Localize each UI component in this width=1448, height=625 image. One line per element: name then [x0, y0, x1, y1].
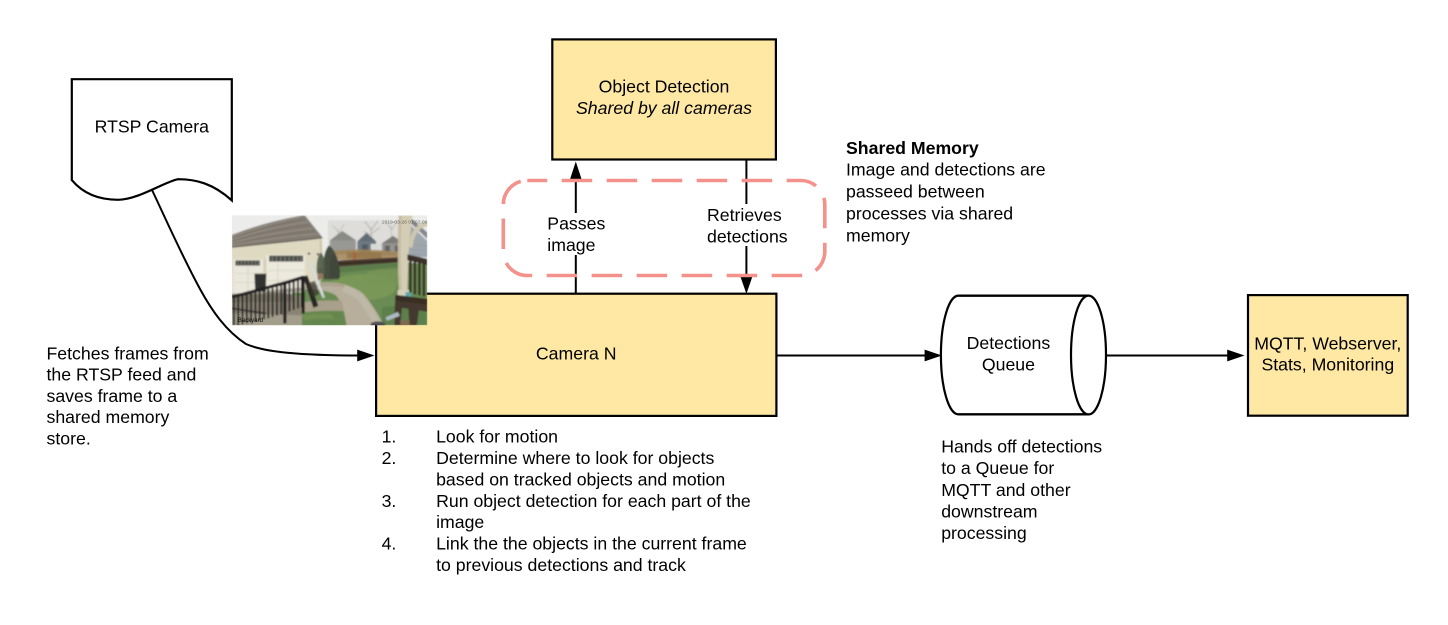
svg-text:detections: detections — [707, 227, 788, 247]
svg-text:MQTT and other: MQTT and other — [941, 480, 1071, 500]
svg-text:Hands off detections: Hands off detections — [941, 437, 1102, 457]
svg-text:2019-03-26 07:53:06: 2019-03-26 07:53:06 — [382, 219, 428, 225]
svg-text:3.: 3. — [382, 491, 397, 511]
svg-text:Passes: Passes — [547, 214, 605, 234]
svg-text:RTSP Camera: RTSP Camera — [95, 117, 210, 137]
svg-text:Image and detections are: Image and detections are — [846, 160, 1046, 180]
svg-text:processes via shared: processes via shared — [846, 204, 1013, 224]
svg-text:shared memory: shared memory — [47, 407, 170, 427]
svg-text:1.: 1. — [382, 427, 397, 447]
svg-text:passeed between: passeed between — [846, 182, 985, 202]
svg-text:to a Queue for: to a Queue for — [941, 458, 1054, 478]
svg-text:4.: 4. — [382, 534, 397, 554]
svg-text:processing: processing — [941, 523, 1027, 543]
svg-text:memory: memory — [846, 225, 910, 245]
svg-text:Detections: Detections — [967, 333, 1051, 353]
svg-text:saves frame to a: saves frame to a — [47, 386, 178, 406]
svg-text:the RTSP feed and: the RTSP feed and — [47, 365, 197, 385]
svg-text:to previous detections and tra: to previous detections and track — [436, 555, 686, 575]
svg-text:based on tracked objects and m: based on tracked objects and motion — [436, 470, 725, 490]
svg-text:store.: store. — [47, 429, 91, 449]
svg-text:MQTT, Webserver,: MQTT, Webserver, — [1254, 334, 1401, 354]
svg-text:Fetches frames from: Fetches frames from — [47, 343, 209, 363]
svg-text:Look for motion: Look for motion — [436, 427, 558, 447]
svg-text:downstream: downstream — [941, 501, 1037, 521]
svg-text:image: image — [436, 512, 484, 532]
svg-text:2.: 2. — [382, 448, 397, 468]
svg-text:Backyard: Backyard — [238, 318, 263, 324]
svg-text:Object Detection: Object Detection — [599, 76, 730, 96]
svg-text:Run object detection for each: Run object detection for each part of th… — [436, 491, 751, 511]
svg-text:Shared Memory: Shared Memory — [846, 138, 979, 158]
svg-text:Stats, Monitoring: Stats, Monitoring — [1261, 355, 1394, 375]
svg-text:Link the the objects in the cu: Link the the objects in the current fram… — [436, 534, 747, 554]
svg-text:Queue: Queue — [982, 355, 1035, 375]
svg-text:Shared by all cameras: Shared by all cameras — [576, 98, 752, 118]
svg-text:Camera N: Camera N — [536, 343, 617, 363]
svg-text:Determine where to look for ob: Determine where to look for objects — [436, 448, 714, 468]
svg-text:image: image — [547, 235, 595, 255]
svg-text:Retrieves: Retrieves — [707, 205, 782, 225]
